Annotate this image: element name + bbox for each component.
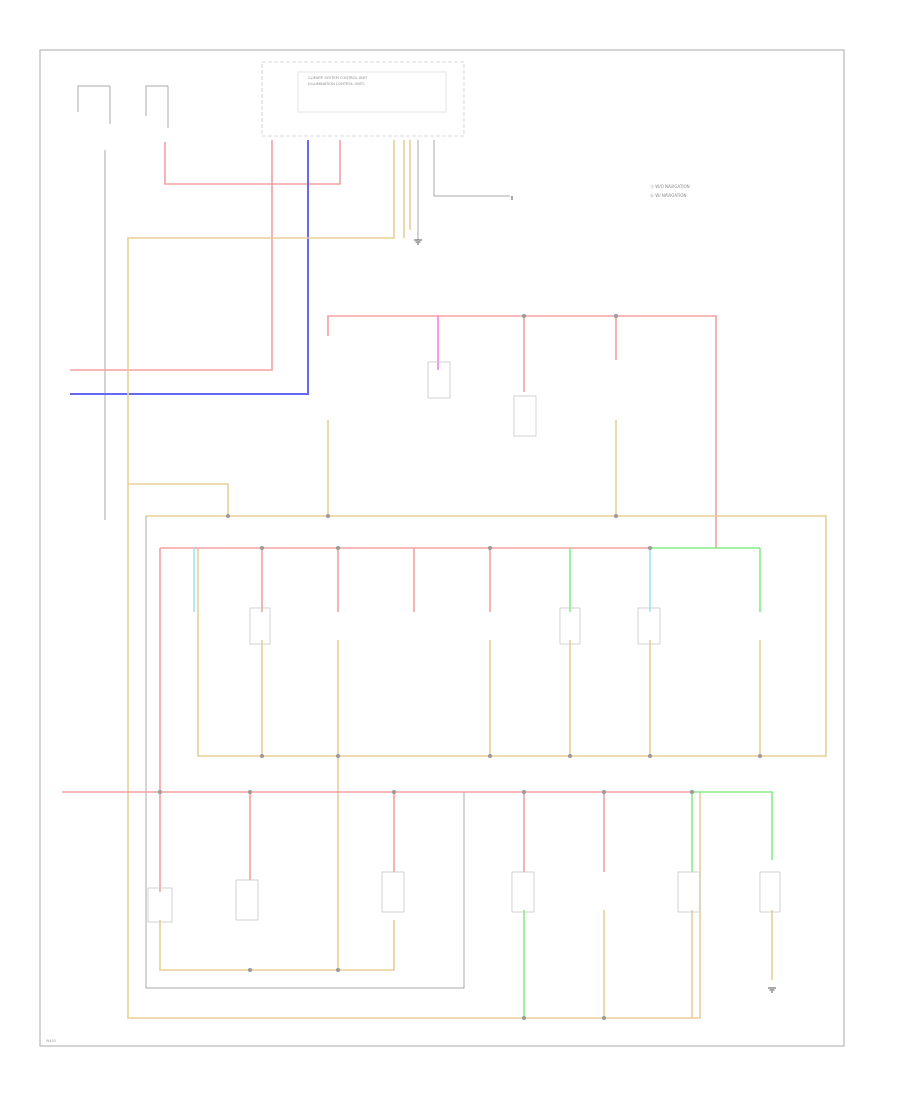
control-unit-box: [261, 61, 465, 137]
control-unit-wires: [70, 140, 701, 1019]
upper-component-boxes: [427, 361, 537, 437]
ground-symbols-top: [414, 196, 513, 245]
lower-component-boxes: [147, 871, 781, 923]
legend-without-navigation: ⓐ W/O NAVIGATION: [650, 183, 690, 189]
middle-component-boxes: [249, 607, 661, 645]
control-unit-subtitle: (ILLUMINATION CONTROL UNIT): [308, 82, 365, 86]
control-unit-title: CLIMATE SYSTEM CONTROL UNIT: [308, 76, 368, 80]
legend-with-navigation: ⓑ W/ NAVIGATION: [650, 192, 687, 198]
upper-switch-section: [128, 315, 827, 757]
diagram-code: W4S0: [46, 1039, 56, 1043]
ground-symbol-bottom: [768, 987, 776, 993]
control-unit-inner-box: [297, 71, 447, 113]
middle-bus-section: [145, 516, 761, 989]
lower-bus-section: [62, 791, 773, 1018]
splice-dots: [158, 314, 762, 1020]
diagram-frame: [39, 49, 845, 1047]
fuse-group-top-left: [77, 85, 169, 520]
